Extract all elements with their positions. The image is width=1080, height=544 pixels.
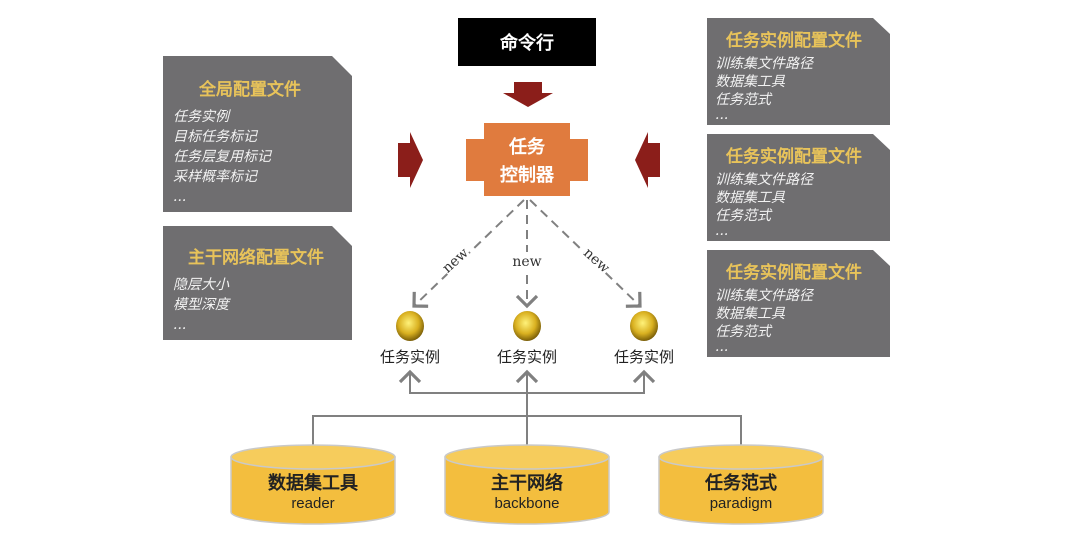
global-config-box: 全局配置文件 任务实例 目标任务标记 任务层复用标记 采样概率标记 ... — [163, 56, 352, 212]
config-item: 训练集文件路径 — [715, 56, 815, 72]
task-config-box: 任务实例配置文件 训练集文件路径 数据集工具 任务范式 ... — [707, 18, 890, 125]
config-item: 模型深度 — [173, 297, 231, 313]
global-config-title: 全局配置文件 — [198, 79, 301, 100]
new-label: new — [512, 254, 541, 270]
task-config-title: 任务实例配置文件 — [725, 262, 862, 283]
new-edge — [412, 199, 525, 308]
config-item: 隐层大小 — [173, 277, 230, 293]
component-reader: 数据集工具 reader — [230, 444, 396, 525]
component-subtitle: paradigm — [710, 495, 773, 512]
config-item: 训练集文件路径 — [715, 288, 815, 304]
config-item: ... — [715, 339, 728, 355]
controller-label-line1: 任务 — [508, 136, 546, 158]
right-arrow-icon — [398, 132, 423, 188]
task-config-title: 任务实例配置文件 — [725, 146, 862, 167]
backbone-config-title: 主干网络配置文件 — [188, 247, 324, 268]
left-arrow-icon — [635, 132, 660, 188]
component-subtitle: backbone — [494, 495, 559, 512]
component-subtitle: reader — [291, 495, 334, 512]
component-title: 数据集工具 — [268, 472, 358, 494]
config-item: 采样概率标记 — [173, 169, 259, 185]
config-item: ... — [715, 107, 728, 123]
task-instance-label: 任务实例 — [497, 348, 557, 366]
controller-label-line2: 控制器 — [500, 164, 555, 186]
component-title: 任务范式 — [704, 472, 777, 494]
down-arrow-icon — [503, 82, 553, 107]
task-instance: 任务实例 — [380, 311, 440, 366]
component-connectors — [312, 369, 742, 445]
component-backbone: 主干网络 backbone — [444, 444, 610, 525]
task-config-title: 任务实例配置文件 — [725, 30, 862, 51]
config-item: 训练集文件路径 — [715, 172, 815, 188]
config-item: 数据集工具 — [715, 74, 786, 90]
config-item: 目标任务标记 — [173, 129, 259, 145]
config-item: 任务层复用标记 — [173, 149, 273, 165]
command-line-box: 命令行 — [458, 18, 596, 66]
task-controller: 任务 控制器 — [466, 123, 588, 196]
task-instance-label: 任务实例 — [380, 348, 440, 366]
task-instance: 任务实例 — [497, 311, 557, 366]
config-item: ... — [173, 189, 186, 205]
config-item: ... — [715, 223, 728, 239]
component-title: 主干网络 — [491, 472, 563, 494]
task-instance-label: 任务实例 — [614, 348, 674, 366]
component-paradigm: 任务范式 paradigm — [658, 444, 824, 525]
config-item: 数据集工具 — [715, 306, 786, 322]
config-item: 任务实例 — [173, 109, 231, 125]
config-item: 任务范式 — [715, 92, 773, 108]
command-line-label: 命令行 — [500, 32, 554, 54]
config-item: 数据集工具 — [715, 190, 786, 206]
backbone-config-box: 主干网络配置文件 隐层大小 模型深度 ... — [163, 226, 352, 340]
config-item: 任务范式 — [715, 208, 773, 224]
config-item: ... — [173, 317, 186, 333]
task-instance: 任务实例 — [614, 311, 674, 366]
config-item: 任务范式 — [715, 324, 773, 340]
task-config-box: 任务实例配置文件 训练集文件路径 数据集工具 任务范式 ... — [707, 250, 890, 357]
task-config-box: 任务实例配置文件 训练集文件路径 数据集工具 任务范式 ... — [707, 134, 890, 241]
